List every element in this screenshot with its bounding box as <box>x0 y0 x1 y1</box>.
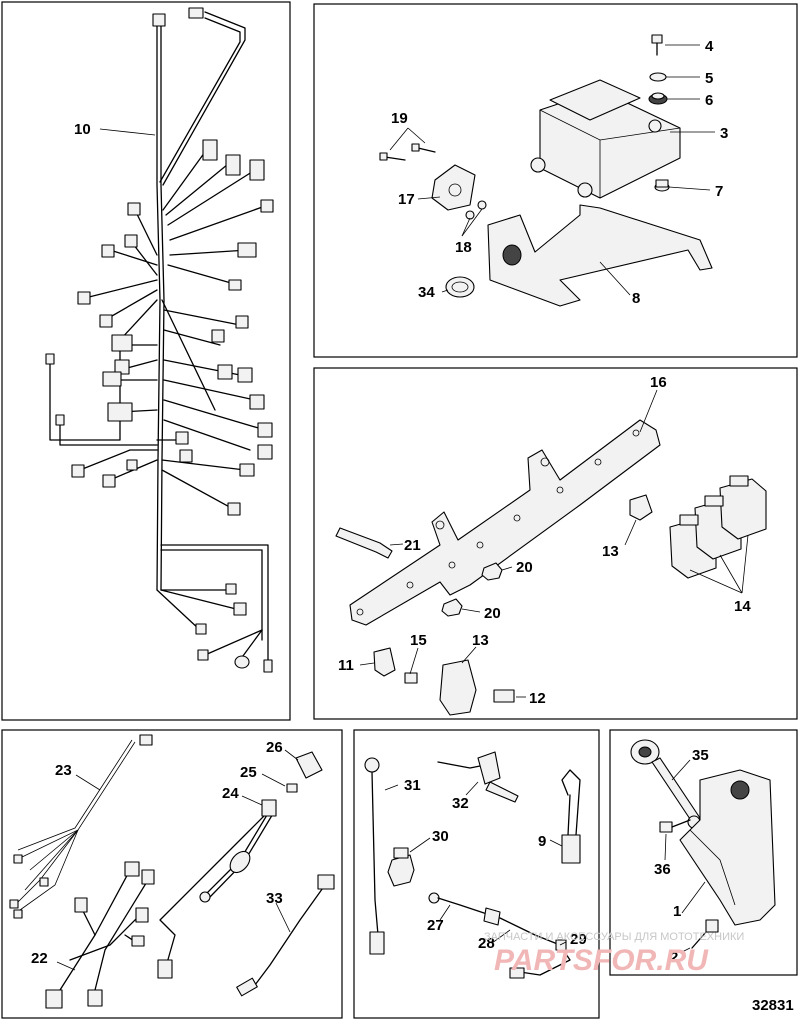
callout-27: 27 <box>427 917 444 934</box>
callout-24: 24 <box>222 785 239 802</box>
relays-14 <box>669 475 767 579</box>
connector-25 <box>286 783 298 793</box>
callout-35: 35 <box>692 747 709 764</box>
callout-25: 25 <box>240 764 257 781</box>
jumper-9 <box>561 769 581 864</box>
callout-23: 23 <box>55 762 72 779</box>
bolt-2 <box>691 919 719 949</box>
knock-sensor-31 <box>364 757 385 955</box>
callout-34: 34 <box>418 284 435 301</box>
spacer-7 <box>654 179 670 192</box>
callout-21: 21 <box>404 537 421 554</box>
callout-20: 20 <box>484 605 501 622</box>
nut-20a <box>481 562 503 581</box>
harness-23 <box>9 734 153 919</box>
sensor-panel: 31 32 9 30 27 28 29 <box>353 729 600 1019</box>
clip-11 <box>373 647 396 677</box>
callout-6: 6 <box>705 92 713 109</box>
callout-36: 36 <box>654 861 671 878</box>
callout-16: 16 <box>650 374 667 391</box>
callout-22: 22 <box>31 950 48 967</box>
screws-19 <box>379 143 436 161</box>
callout-17: 17 <box>398 191 415 208</box>
connector-12 <box>493 689 515 703</box>
callout-5: 5 <box>705 70 713 87</box>
callout-7: 7 <box>715 183 723 200</box>
callout-29: 29 <box>570 931 587 948</box>
harness-22 <box>45 861 155 1009</box>
ground-lead-27 <box>428 892 501 926</box>
connector-26 <box>295 751 323 779</box>
ecm-module <box>530 79 681 199</box>
screw-36 <box>659 819 691 833</box>
callout-15: 15 <box>410 632 427 649</box>
watermark: ЗАПЧАСТИ И АКСЕССУАРЫ ДЛЯ МОТОТЕХНИКИ PA… <box>484 931 744 977</box>
sub-harness-panel: 23 26 25 24 33 22 <box>1 729 343 1019</box>
callout-11: 11 <box>338 657 354 674</box>
nut-34 <box>445 276 475 298</box>
bracket-panel: 16 21 13 20 20 14 11 15 13 12 <box>313 367 798 720</box>
callout-13: 13 <box>472 632 489 649</box>
callout-9: 9 <box>538 833 546 850</box>
harness-panel: 10 <box>1 1 291 721</box>
ecm-bracket-8 <box>487 204 713 307</box>
callout-26: 26 <box>266 739 283 756</box>
callout-28: 28 <box>478 935 495 952</box>
callout-8: 8 <box>632 290 640 307</box>
main-wiring-harness <box>45 7 274 673</box>
clip-13a <box>629 494 653 521</box>
ecm-panel: 19 17 18 34 4 5 6 3 7 8 <box>313 3 798 358</box>
callout-19: 19 <box>391 110 408 127</box>
connector-15 <box>404 672 418 684</box>
mount-panel: 35 36 1 2 <box>609 729 798 976</box>
ground-strap-35 <box>630 739 701 829</box>
mounting-bracket-16 <box>349 419 661 626</box>
callout-1: 1 <box>673 903 681 920</box>
bolt-4 <box>651 34 663 56</box>
callout-13: 13 <box>602 543 619 560</box>
callout-31: 31 <box>404 777 421 794</box>
callout-32: 32 <box>452 795 469 812</box>
o2-sensor-33 <box>236 874 335 997</box>
washer-5 <box>649 72 667 82</box>
callout-30: 30 <box>432 828 449 845</box>
callout-14: 14 <box>734 598 751 615</box>
watermark-tagline: ЗАПЧАСТИ И АКСЕССУАРЫ ДЛЯ МОТОТЕХНИКИ <box>484 931 744 943</box>
callout-12: 12 <box>529 690 546 707</box>
figure-number: 32831 <box>752 997 794 1014</box>
callout-10: 10 <box>74 121 91 138</box>
pressure-sensor-30 <box>387 847 415 887</box>
callout-2: 2 <box>670 949 678 966</box>
sensor-32 <box>437 751 519 803</box>
callout-18: 18 <box>455 239 472 256</box>
nuts-18 <box>465 200 487 220</box>
harness-24 <box>157 799 277 979</box>
callout-20: 20 <box>516 559 533 576</box>
callout-4: 4 <box>705 38 714 55</box>
stud-21 <box>335 527 393 559</box>
callout-33: 33 <box>266 890 283 907</box>
callout-3: 3 <box>720 125 728 142</box>
cover-13b <box>439 659 477 716</box>
nut-20b <box>441 598 463 617</box>
mount-bracket-1 <box>679 769 776 926</box>
watermark-logo: PARTSFOR.RU <box>494 944 709 977</box>
sensor-lead-28-29 <box>499 917 571 979</box>
